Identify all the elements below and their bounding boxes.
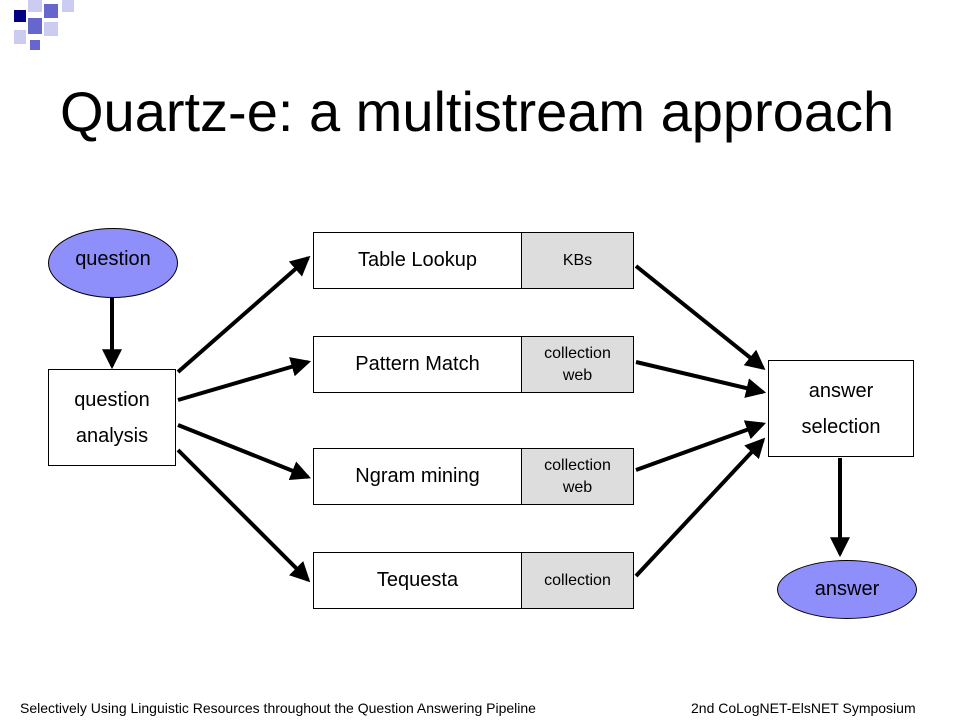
logo-square bbox=[14, 10, 26, 22]
question-analysis-line-1: question bbox=[74, 388, 150, 411]
resource-label: collection bbox=[544, 571, 611, 589]
stream-tequesta: Tequesta collection bbox=[313, 552, 634, 609]
arrow-table-lookup-to-selection bbox=[634, 264, 766, 371]
question-analysis-line-2: analysis bbox=[75, 424, 149, 447]
resource-label: web bbox=[562, 366, 593, 384]
answer-oval: answer bbox=[777, 560, 917, 619]
arrow-analysis-to-pattern-match bbox=[177, 357, 312, 402]
stream-name: Tequesta bbox=[314, 553, 522, 608]
arrow-analysis-to-ngram-mining bbox=[177, 423, 311, 481]
stream-name: Ngram mining bbox=[314, 449, 522, 504]
stream-resources: collection web bbox=[522, 449, 633, 504]
resource-label: collection bbox=[544, 456, 611, 474]
question-analysis-box: question analysis bbox=[48, 369, 176, 466]
footer-right: 2nd CoLogNET-ElsNET Symposium bbox=[691, 700, 916, 716]
arrow-analysis-to-tequesta bbox=[176, 448, 311, 583]
arrow-ngram-mining-to-selection bbox=[635, 420, 767, 472]
question-oval: question bbox=[48, 228, 178, 298]
logo-square bbox=[14, 30, 26, 44]
stream-resources: KBs bbox=[522, 233, 633, 288]
answer-selection-box: answer selection bbox=[768, 360, 914, 457]
logo-square bbox=[28, 0, 42, 12]
stream-resources: collection web bbox=[522, 337, 633, 392]
answer-selection-line-2: selection bbox=[801, 415, 881, 438]
logo-square bbox=[44, 22, 58, 36]
question-oval-label: question bbox=[75, 247, 151, 270]
resource-label: collection bbox=[544, 344, 611, 362]
stream-name: Pattern Match bbox=[314, 337, 522, 392]
arrow-tequesta-to-selection bbox=[634, 437, 766, 578]
logo-square bbox=[28, 18, 42, 34]
answer-selection-line-1: answer bbox=[808, 379, 874, 402]
answer-oval-label: answer bbox=[814, 578, 880, 600]
stream-resources: collection bbox=[522, 553, 633, 608]
logo-square bbox=[62, 0, 74, 12]
logo-square bbox=[30, 40, 40, 50]
stream-ngram-mining: Ngram mining collection web bbox=[313, 448, 634, 505]
arrow-pattern-match-to-selection bbox=[635, 360, 767, 398]
resource-label: web bbox=[562, 478, 593, 496]
resource-label: KBs bbox=[562, 251, 593, 269]
arrow-analysis-to-table-lookup bbox=[176, 255, 311, 374]
stream-name: Table Lookup bbox=[314, 233, 522, 288]
footer-left: Selectively Using Linguistic Resources t… bbox=[20, 700, 536, 716]
stream-table-lookup: Table Lookup KBs bbox=[313, 232, 634, 289]
logo-square bbox=[44, 4, 58, 18]
stream-pattern-match: Pattern Match collection web bbox=[313, 336, 634, 393]
slide-title: Quartz-e: a multistream approach bbox=[60, 80, 895, 143]
